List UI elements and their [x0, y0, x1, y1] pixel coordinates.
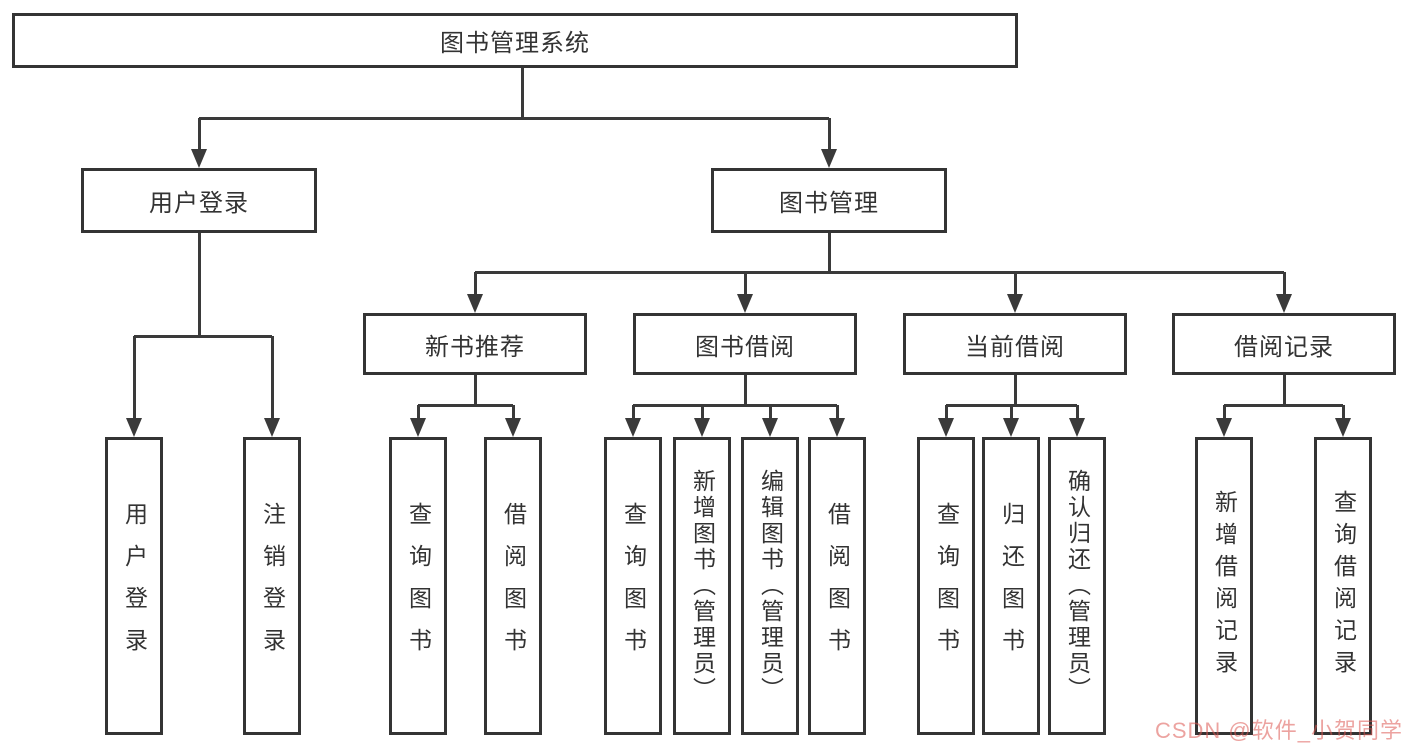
leaf-add-borrow-record: 新增借阅记录	[1195, 437, 1253, 735]
leaf-confirm-return-admin: 确认归还（管理员）	[1048, 437, 1106, 735]
node-library-management-system: 图书管理系统	[12, 13, 1018, 68]
connector-line	[134, 335, 272, 338]
arrowhead-icon	[264, 418, 280, 437]
connector-line	[632, 405, 635, 422]
arrowhead-icon	[467, 294, 483, 313]
node-new-book-recommend: 新书推荐	[363, 313, 587, 375]
arrowhead-icon	[1007, 294, 1023, 313]
node-current-borrowing: 当前借阅	[903, 313, 1127, 375]
node-book-management-branch: 图书管理	[711, 168, 947, 233]
connector-line	[198, 118, 201, 153]
arrowhead-icon	[821, 149, 837, 168]
connector-line	[744, 272, 747, 298]
leaf-query-books: 查询图书	[917, 437, 975, 735]
node-book-management-branch-label: 图书管理	[779, 190, 879, 217]
connector-line	[1283, 272, 1286, 298]
connector-line	[769, 405, 772, 422]
connector-line	[1223, 405, 1226, 422]
leaf-query-borrow-record-label: 查询借阅记录	[1330, 490, 1357, 682]
connector-line	[1014, 272, 1017, 298]
connector-line	[512, 405, 515, 422]
arrowhead-icon	[829, 418, 845, 437]
leaf-edit-books-admin-label: 编辑图书（管理员）	[757, 469, 784, 703]
connector-line	[474, 272, 477, 298]
leaf-user-login: 用户登录	[105, 437, 163, 735]
leaf-edit-books-admin: 编辑图书（管理员）	[741, 437, 799, 735]
leaf-return-books-label: 归还图书	[998, 502, 1025, 670]
leaf-logout: 注销登录	[243, 437, 301, 735]
leaf-add-books-admin: 新增图书（管理员）	[673, 437, 731, 735]
arrowhead-icon	[1069, 418, 1085, 437]
connector-line	[744, 375, 747, 405]
leaf-borrow-books-label: 借阅图书	[824, 502, 851, 670]
node-new-book-recommend-label: 新书推荐	[425, 333, 525, 361]
connector-line	[417, 405, 420, 422]
arrowhead-icon	[737, 294, 753, 313]
arrowhead-icon	[1335, 418, 1351, 437]
arrowhead-icon	[1276, 294, 1292, 313]
leaf-query-books-label: 查询图书	[405, 502, 432, 670]
arrowhead-icon	[694, 418, 710, 437]
leaf-query-books: 查询图书	[389, 437, 447, 735]
leaf-query-books-label: 查询图书	[620, 502, 647, 670]
connector-line	[198, 233, 201, 336]
leaf-add-borrow-record-label: 新增借阅记录	[1211, 490, 1238, 682]
node-borrowing-records: 借阅记录	[1172, 313, 1396, 375]
connector-line	[828, 233, 831, 272]
connector-line	[945, 405, 948, 422]
connector-line	[474, 375, 477, 405]
leaf-query-books-label: 查询图书	[933, 502, 960, 670]
arrowhead-icon	[938, 418, 954, 437]
leaf-borrow-books: 借阅图书	[808, 437, 866, 735]
leaf-query-books: 查询图书	[604, 437, 662, 735]
connector-line	[828, 118, 831, 153]
arrowhead-icon	[410, 418, 426, 437]
arrowhead-icon	[1216, 418, 1232, 437]
connector-line	[1283, 375, 1286, 405]
node-book-borrowing: 图书借阅	[633, 313, 857, 375]
node-borrowing-records-label: 借阅记录	[1234, 333, 1334, 361]
leaf-confirm-return-admin-label: 确认归还（管理员）	[1064, 469, 1091, 703]
connector-line	[199, 117, 829, 120]
arrowhead-icon	[191, 149, 207, 168]
leaf-user-login-label: 用户登录	[121, 502, 148, 670]
connector-line	[133, 336, 136, 422]
connector-line	[1076, 405, 1079, 422]
leaf-query-borrow-record: 查询借阅记录	[1314, 437, 1372, 735]
connector-line	[836, 405, 839, 422]
node-user-login-branch-label: 用户登录	[149, 190, 249, 217]
connector-line	[1014, 375, 1017, 405]
arrowhead-icon	[126, 418, 142, 437]
connector-line	[701, 405, 704, 422]
arrowhead-icon	[762, 418, 778, 437]
node-user-login-branch: 用户登录	[81, 168, 317, 233]
leaf-logout-label: 注销登录	[259, 502, 286, 670]
leaf-add-books-admin-label: 新增图书（管理员）	[689, 469, 716, 703]
arrowhead-icon	[1003, 418, 1019, 437]
arrowhead-icon	[625, 418, 641, 437]
connector-line	[1342, 405, 1345, 422]
leaf-return-books: 归还图书	[982, 437, 1040, 735]
connector-line	[1010, 405, 1013, 422]
csdn-watermark: CSDN @软件_小贺同学	[1154, 718, 1403, 743]
connector-line	[475, 271, 1284, 274]
node-book-borrowing-label: 图书借阅	[695, 333, 795, 361]
connector-line	[271, 336, 274, 422]
arrowhead-icon	[505, 418, 521, 437]
leaf-borrow-books-label: 借阅图书	[500, 502, 527, 670]
node-current-borrowing-label: 当前借阅	[965, 333, 1065, 361]
connector-line	[418, 404, 513, 407]
node-library-management-system-label: 图书管理系统	[440, 30, 590, 57]
leaf-borrow-books: 借阅图书	[484, 437, 542, 735]
connector-line	[633, 404, 837, 407]
connector-line	[1224, 404, 1343, 407]
connector-line	[521, 68, 524, 118]
